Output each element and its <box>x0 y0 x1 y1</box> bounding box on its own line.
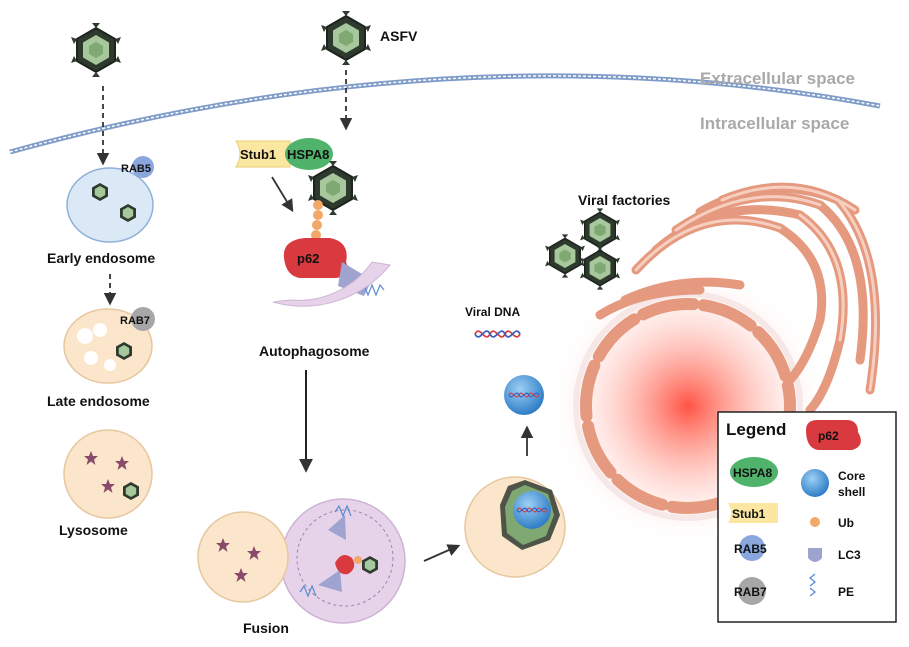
legend-pe: PE <box>838 585 854 599</box>
virus-icon <box>320 10 372 66</box>
autolysosome <box>197 498 406 624</box>
late-endosome: RAB7 <box>63 307 155 384</box>
early-endosome: RAB5 <box>66 156 154 243</box>
stub1-label: Stub1 <box>240 147 276 162</box>
hspa8-label: HSPA8 <box>287 147 329 162</box>
legend-rab7: RAB7 <box>734 585 767 599</box>
viral-dna-label: Viral DNA <box>465 305 520 319</box>
legend-lc3: LC3 <box>838 548 861 562</box>
release-arrow <box>423 544 461 562</box>
autophagy-complex: Stub1 HSPA8 p62 <box>235 138 385 297</box>
legend-p62: p62 <box>818 429 839 443</box>
lysosome <box>63 429 153 519</box>
rab7-marker <box>131 307 155 331</box>
p62-shape <box>283 238 348 278</box>
virus-icon <box>544 233 586 279</box>
viral-factories-label: Viral factories <box>578 192 671 208</box>
late-endosome-label: Late endosome <box>47 393 150 409</box>
p62-label: p62 <box>297 251 319 266</box>
legend-rab5: RAB5 <box>734 542 767 556</box>
fusion-label: Fusion <box>243 620 289 636</box>
legend-core-shell-1: Core <box>838 469 866 483</box>
viral-dna-icon <box>474 330 521 338</box>
plasma-membrane <box>9 73 881 155</box>
early-endosome-label: Early endosome <box>47 250 155 266</box>
uncoating-vesicle <box>464 476 566 578</box>
legend-core-shell-2: shell <box>838 485 865 499</box>
intracellular-space-label: Intracellular space <box>700 114 849 133</box>
lysosome-label: Lysosome <box>59 522 128 538</box>
rab5-marker <box>132 156 154 178</box>
legend-stub1: Stub1 <box>732 507 766 521</box>
stub1-shape <box>235 140 291 168</box>
hspa8-shape <box>285 138 333 170</box>
asfv-label: ASFV <box>380 28 418 44</box>
rab7-label: RAB7 <box>120 315 150 327</box>
virus-icon <box>70 22 122 78</box>
legend-core-shell-icon <box>801 469 829 497</box>
virus-icon <box>579 245 621 291</box>
legend-ub: Ub <box>838 516 854 530</box>
autophagosome-membrane <box>272 261 391 307</box>
legend-hspa8: HSPA8 <box>733 466 772 480</box>
rab5-label: RAB5 <box>121 163 151 175</box>
complex-arrow <box>271 176 294 213</box>
extracellular-space-label: Extracellular space <box>700 69 855 88</box>
virus-icon <box>579 207 621 253</box>
er-outline <box>634 185 878 392</box>
legend: Legend p62 HSPA8 Core shell Stub1 Ub RAB… <box>717 411 897 623</box>
legend-title: Legend <box>726 420 786 439</box>
autophagosome-label: Autophagosome <box>259 343 370 359</box>
